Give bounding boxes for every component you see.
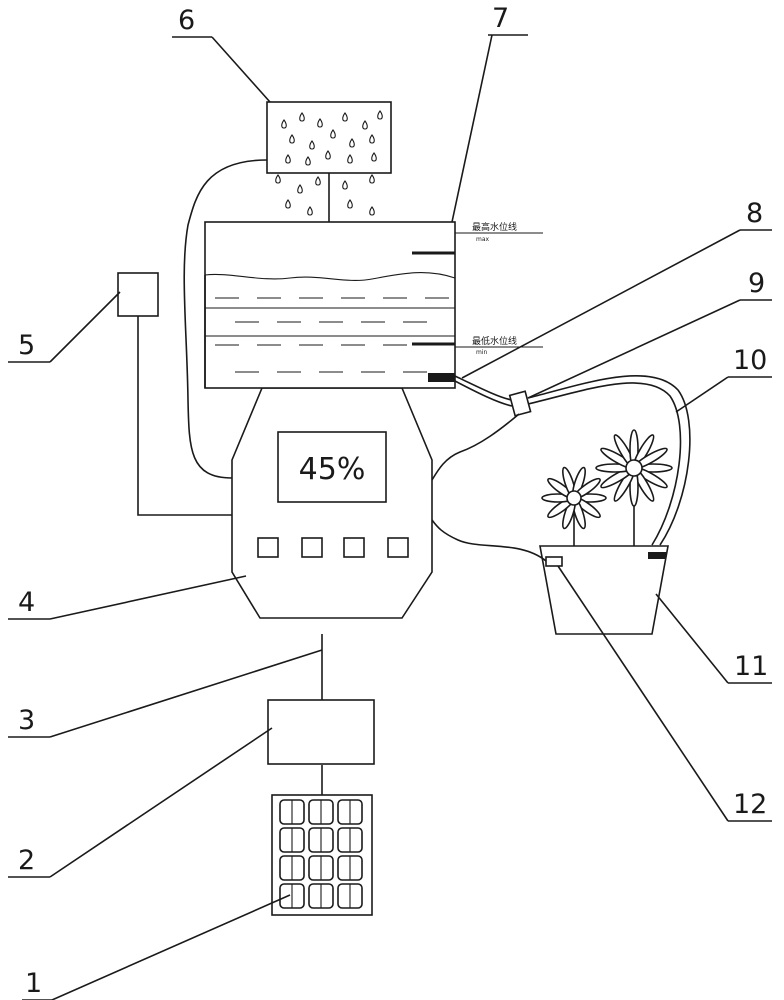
min-level-label: 最低水位线 (472, 335, 517, 347)
callout-4: 4 (18, 587, 35, 618)
callout-5: 5 (18, 330, 35, 361)
callout-10: 10 (733, 345, 767, 376)
max-level-sub: max (476, 236, 490, 243)
callout-6: 6 (178, 5, 195, 36)
falling-drop (316, 177, 321, 185)
falling-drop (348, 200, 353, 208)
sensor-box (118, 273, 158, 316)
callout-9: 9 (748, 268, 765, 299)
flow-valve (510, 391, 531, 415)
control-button-2[interactable] (302, 538, 322, 557)
callout-8: 8 (746, 198, 763, 229)
control-button-3[interactable] (344, 538, 364, 557)
flower-left (542, 466, 606, 546)
falling-drop (276, 175, 281, 183)
control-button-4[interactable] (388, 538, 408, 557)
falling-drop (286, 200, 291, 208)
max-level-label: 最高水位线 (472, 221, 517, 233)
callout-11: 11 (734, 651, 768, 682)
callout-2: 2 (18, 845, 35, 876)
storage-battery-box (268, 700, 374, 764)
rain-collector (267, 102, 391, 173)
controller-unit: 45% (232, 388, 432, 618)
control-button-1[interactable] (258, 538, 278, 557)
falling-drop (308, 207, 313, 215)
falling-drop (298, 185, 303, 193)
outlet-hose-a (455, 376, 512, 400)
soil-moisture-sensor (546, 557, 562, 566)
falling-drop (370, 175, 375, 183)
callout-1: 1 (25, 968, 42, 999)
display-value: 45% (299, 452, 366, 487)
callout-12: 12 (733, 789, 767, 820)
falling-drop (370, 207, 375, 215)
water-tank (205, 222, 455, 388)
moisture-sensor-wire (432, 520, 546, 561)
flower-pot (540, 546, 668, 634)
drip-head (648, 552, 666, 559)
pump-outlet (428, 373, 455, 382)
callout-3: 3 (18, 705, 35, 736)
valve-signal-wire (432, 414, 519, 480)
callout-7: 7 (492, 3, 509, 34)
outlet-hose-b (455, 381, 512, 406)
min-level-sub: min (476, 349, 488, 356)
falling-drop (343, 181, 348, 189)
